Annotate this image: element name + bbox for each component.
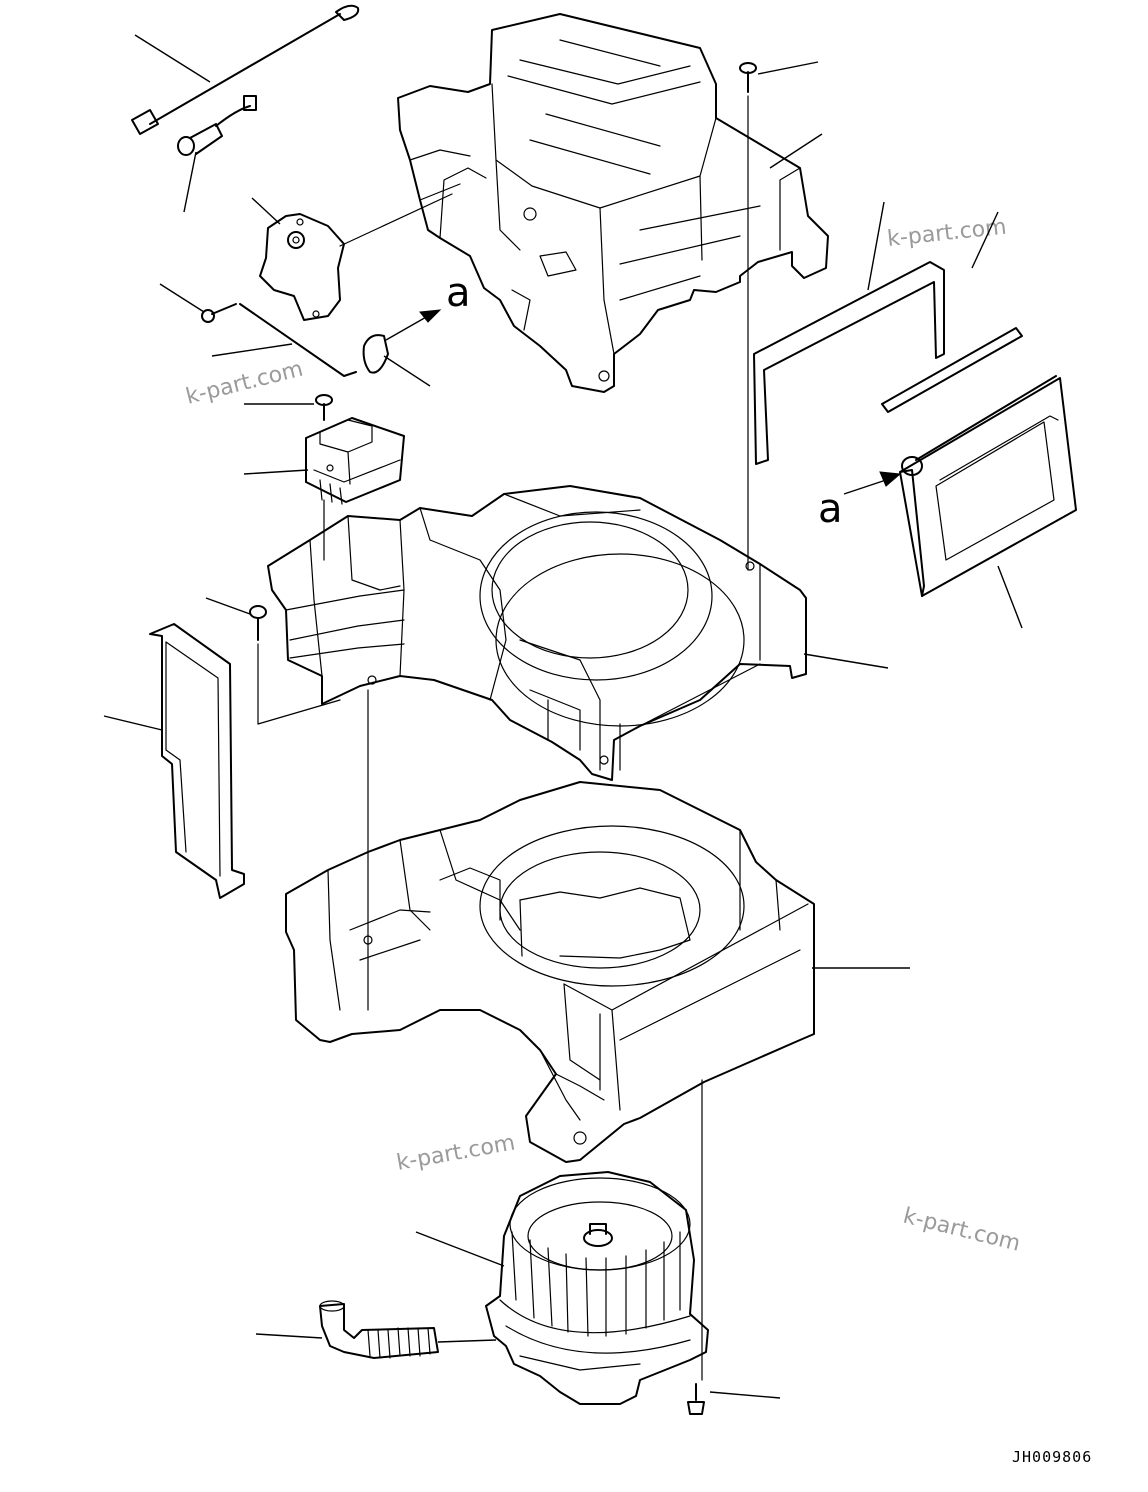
filter-rod — [881, 211, 1023, 413]
watermark-center: k-part.com — [395, 1130, 517, 1175]
blower-resistor — [243, 417, 405, 561]
side-seal-frame — [103, 623, 245, 899]
watermark-bottom-right: k-part.com — [901, 1204, 1023, 1257]
callout-a-top: a — [446, 270, 471, 316]
air-filter: a — [818, 375, 1077, 629]
heater-case-upper — [397, 13, 829, 393]
upper-screw — [739, 61, 819, 571]
actuator-screw — [159, 283, 237, 323]
callout-a-filter: a — [818, 486, 843, 532]
seal-gasket — [753, 201, 945, 465]
resistor-screw — [244, 394, 333, 421]
watermark-left: k-part.com — [183, 357, 305, 410]
link-rod — [211, 193, 453, 377]
upper-case-leader — [769, 133, 823, 169]
blower-motor-fan — [415, 1171, 709, 1405]
sensor-cable — [131, 4, 360, 135]
blower-case-upper — [267, 485, 889, 781]
case-screw — [205, 597, 341, 725]
drawing-code: JH009806 — [1012, 1448, 1092, 1466]
motor-screw — [687, 1383, 781, 1415]
drain-hose — [255, 1300, 497, 1359]
clip-part: a — [362, 270, 471, 387]
watermark-top-right: k-part.com — [886, 215, 1008, 252]
actuator-motor — [251, 197, 345, 321]
thermistor-sensor — [177, 95, 257, 213]
blower-case-lower — [285, 781, 910, 1381]
